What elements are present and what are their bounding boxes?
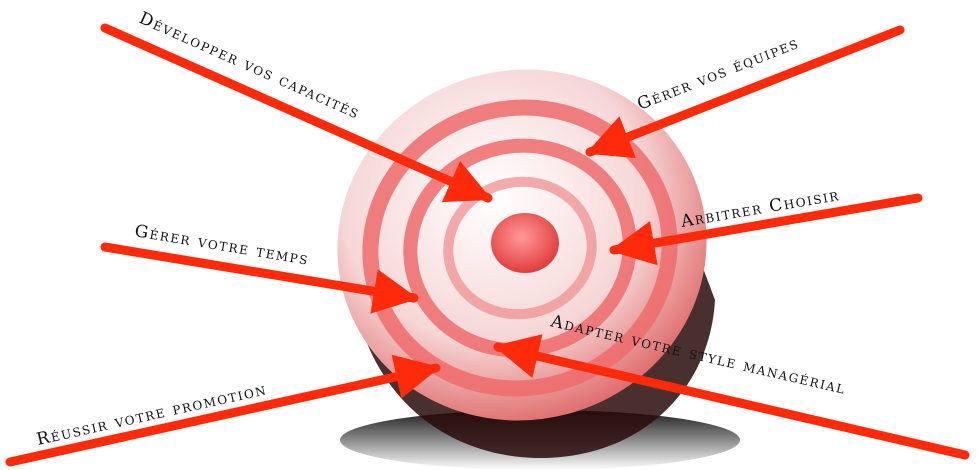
arrow-equipes	[590, 30, 900, 152]
target-bull	[491, 213, 559, 273]
label-developper: Développer vos capacités	[136, 8, 363, 123]
